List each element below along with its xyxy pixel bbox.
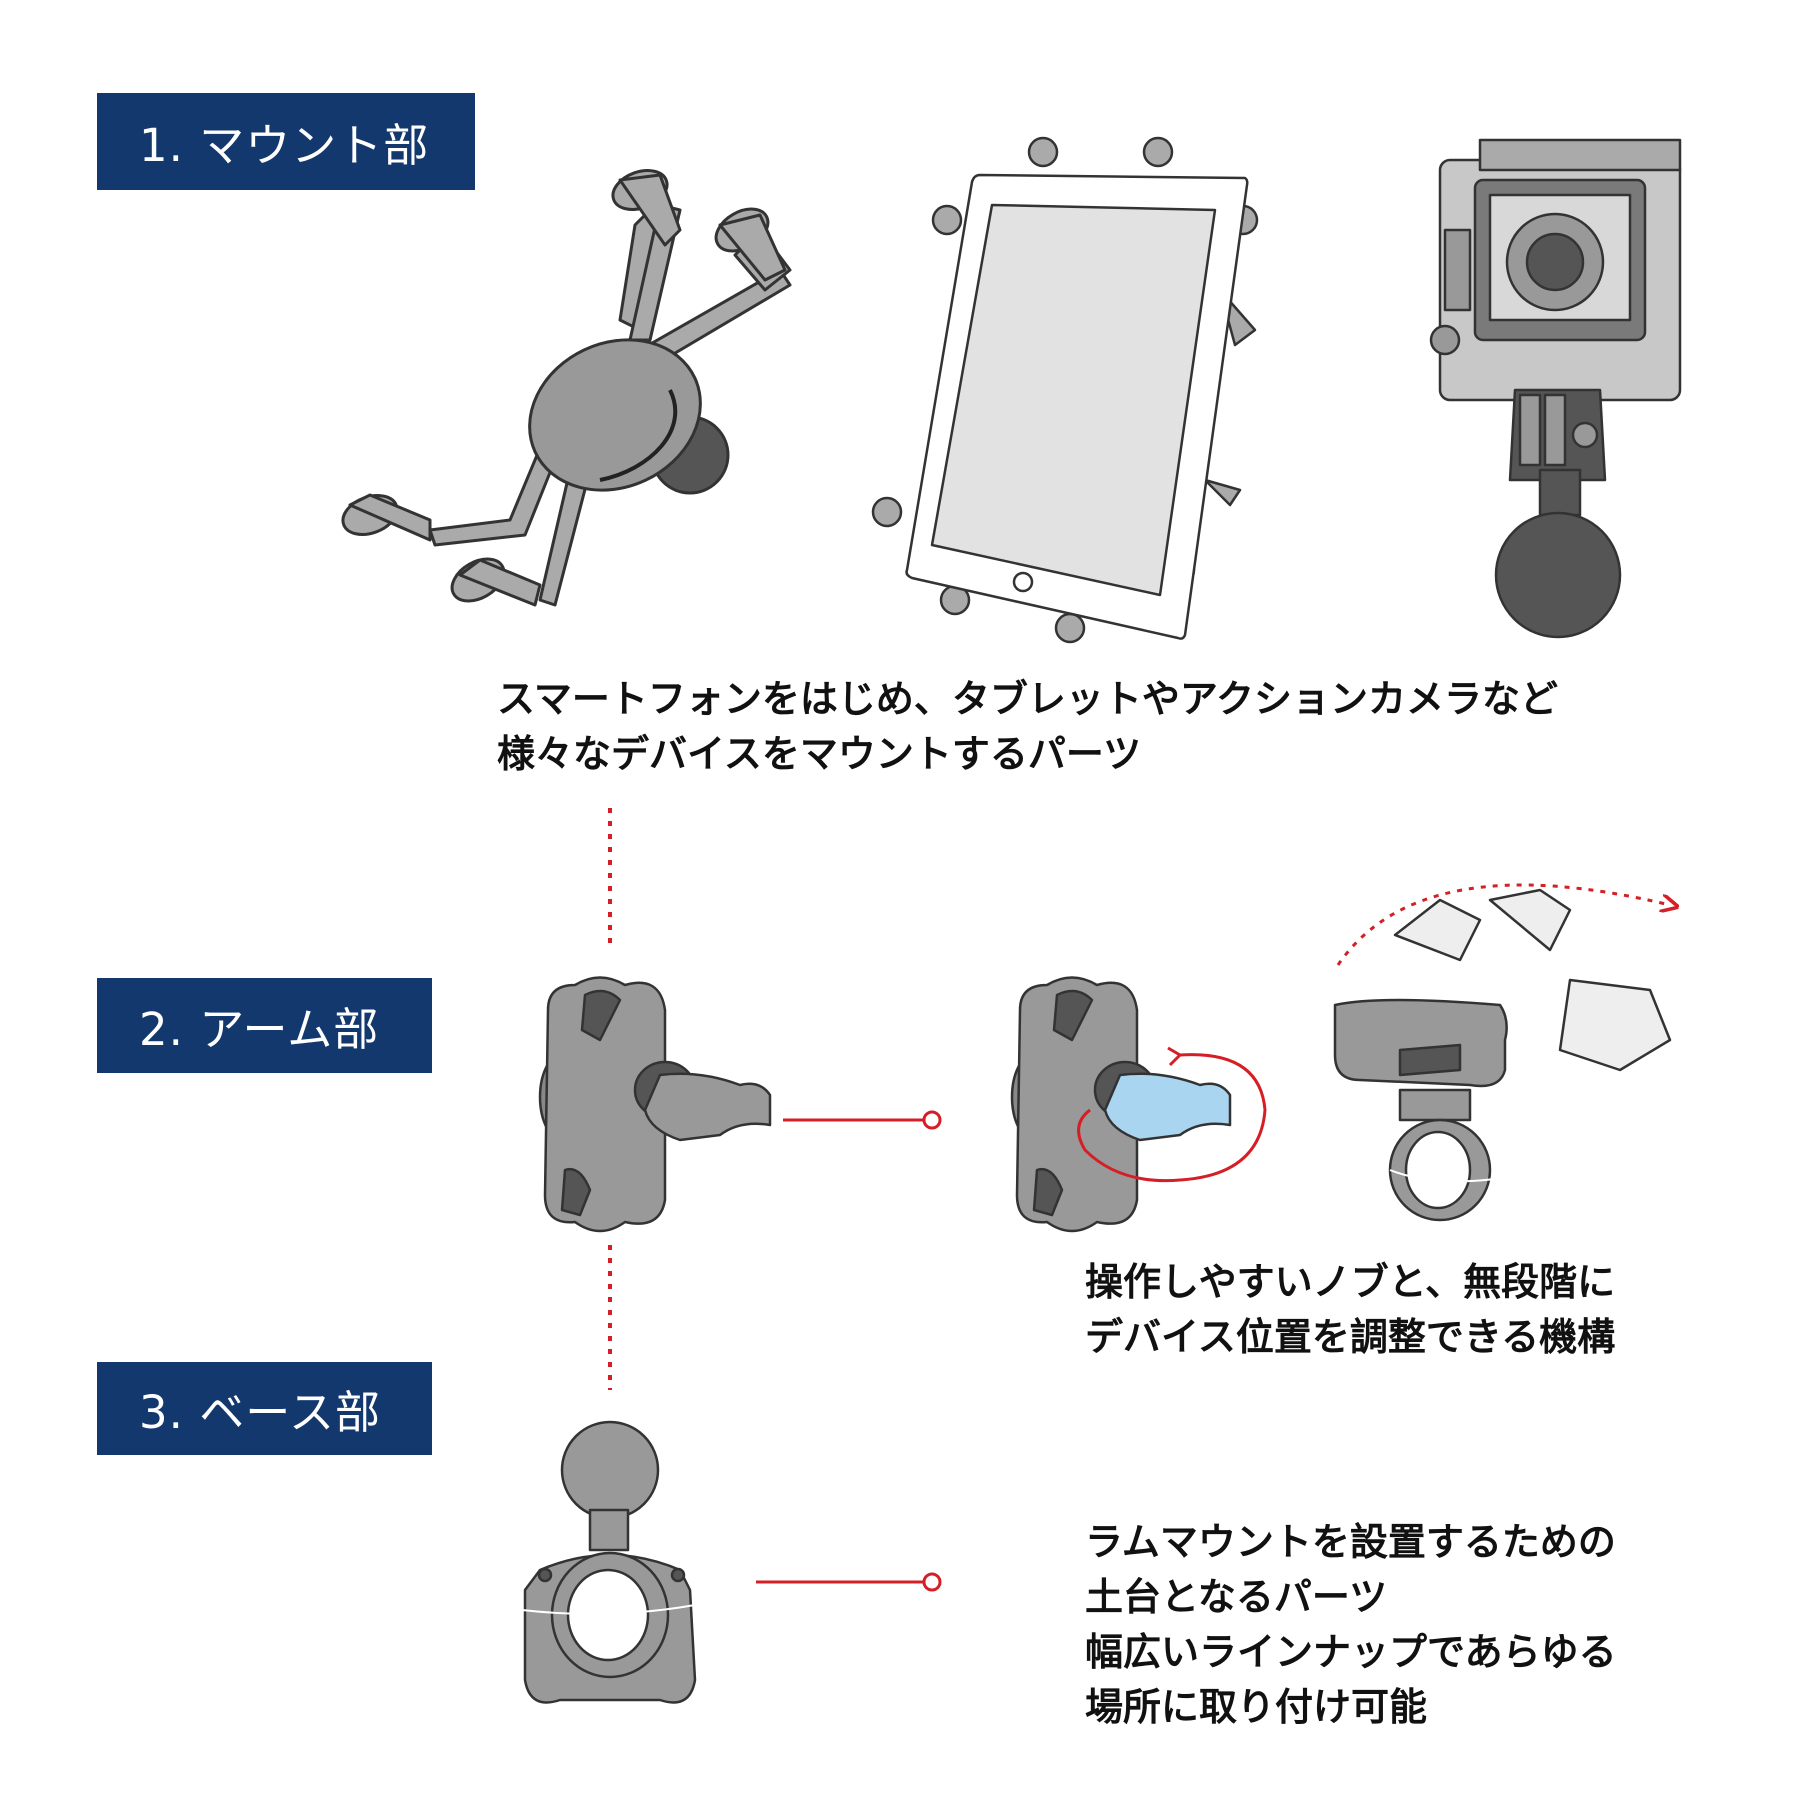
section-label: 3. ベース部: [139, 1386, 381, 1439]
camera-mount-illustration: [1429, 138, 1682, 639]
description-line: 土台となるパーツ: [1085, 1575, 1388, 1619]
section-badge-base: 3. ベース部: [97, 1362, 432, 1455]
description-line: 様々なデバイスをマウントするパーツ: [497, 732, 1142, 776]
section-badge-mount: 1. マウント部: [97, 93, 475, 190]
section-label: 1. マウント部: [139, 119, 430, 172]
phone-xgrip-illustration: [341, 169, 792, 607]
description-line: 幅広いラインナップであらゆる: [1085, 1630, 1617, 1674]
pointer-line-base: [756, 1572, 942, 1592]
section-label: 2. アーム部: [139, 1003, 380, 1056]
description-line: ラムマウントを設置するための: [1085, 1520, 1616, 1564]
description-line: デバイス位置を調整できる機構: [1085, 1315, 1616, 1359]
description-line: 操作しやすいノブと、無段階に: [1085, 1260, 1616, 1304]
arm-description: 操作しやすいノブと、無段階に デバイス位置を調整できる機構: [1085, 1255, 1615, 1365]
pointer-line-arm: [783, 1110, 942, 1130]
description-line: 場所に取り付け可能: [1085, 1685, 1428, 1729]
mount-description: スマートフォンをはじめ、タブレットやアクションカメラなど 様々なデバイスをマウン…: [497, 672, 1558, 782]
tablet-mount-illustration: [871, 136, 1259, 644]
arm-knob-illustration: [1010, 976, 1267, 1233]
description-line: スマートフォンをはじめ、タブレットやアクションカメラなど: [497, 677, 1558, 721]
base-description: ラムマウントを設置するための 土台となるパーツ 幅広いラインナップであらゆる 場…: [1085, 1515, 1617, 1735]
rotating-arm-illustration: [1333, 883, 1670, 1222]
arm-illustration: [538, 976, 772, 1233]
base-illustration: [521, 1420, 697, 1704]
section-badge-arm: 2. アーム部: [97, 978, 432, 1073]
